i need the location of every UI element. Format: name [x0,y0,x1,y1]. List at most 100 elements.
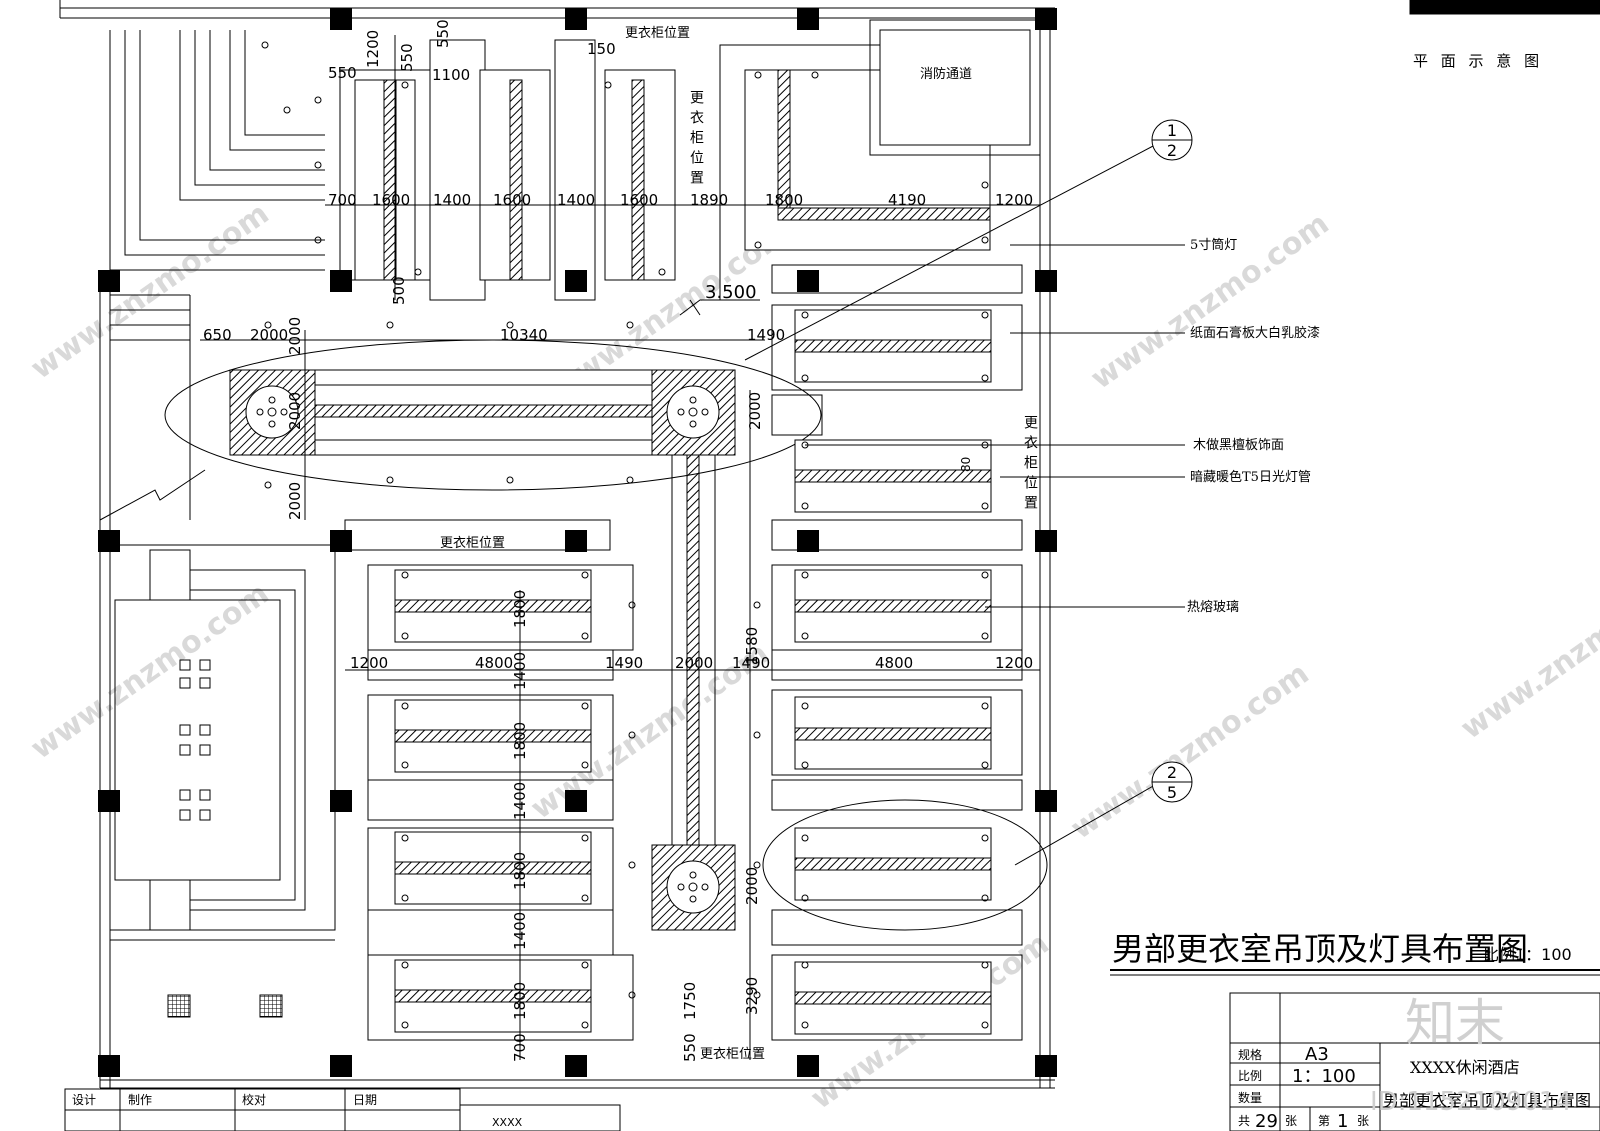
dimension-text: 1600 [372,191,410,209]
project-name: XXXX休闲酒店 [1410,1058,1520,1077]
drawing-title: 男部更衣室吊顶及灯具布置图 比例1：100 [1110,930,1600,976]
dimension-text: 2000 [250,326,288,344]
total-suffix: 张 [1285,1114,1297,1128]
dimension-text: 1490 [605,654,643,672]
dimension-text: 1400 [511,912,529,950]
signature-row [64,1088,621,1131]
dimension-text: 2000 [286,392,304,430]
locker-vertical-right-label: 更衣柜位置 [1022,415,1038,515]
design-label: 设计 [72,1093,96,1107]
code-text: XXXX [492,1116,523,1129]
downlight-icon [261,41,989,1029]
callout-1-2: 1 2 [1151,119,1193,161]
watermark-site: www.znzmo.com [1065,656,1316,846]
dimension-text: 1400 [511,782,529,820]
elevation-label: 3.500 [705,282,757,303]
drawing-name: 男部更衣室吊顶及灯具布置图 [1383,1091,1591,1110]
dimension-text: 1200 [995,654,1033,672]
dimension-text: 1800 [511,982,529,1020]
dimension-text: 1600 [493,191,531,209]
title-block [1229,992,1600,1131]
dimension-text: 1400 [557,191,595,209]
dimension-text: 550 [328,64,357,82]
dimension-text: 1200 [995,191,1033,209]
dimension-text: 700 [328,191,357,209]
locker-vertical-top-label: 更衣柜位置 [688,90,704,190]
dimension-text: 2000 [675,654,713,672]
check-label: 校对 [242,1092,266,1107]
dimension-text: 550 [434,19,452,48]
structural-columns [98,8,1057,1077]
dimension-text: 1800 [765,191,803,209]
callout-2-5: 2 5 [1151,761,1193,803]
dimension-text: 2000 [743,867,761,905]
leader-lines [744,144,1185,866]
date-label: 日期 [353,1093,377,1107]
sheet-prefix: 第 [1318,1114,1330,1128]
dimension-text: 1400 [511,652,529,690]
dimension-text: 1 [1167,121,1177,140]
dimension-text: 4190 [888,191,926,209]
ceiling-beam [229,369,736,931]
sheet-suffix: 张 [1357,1114,1369,1128]
watermark-site: www.znzmo.com [1085,206,1336,396]
annotation-gypsum: 纸面石膏板大白乳胶漆 [1190,325,1320,341]
annotation-glass: 热熔玻璃 [1187,600,1239,615]
dimension-text: 1580 [743,627,761,665]
count-label: 数量 [1238,1090,1262,1105]
dimension-text: 2 [1167,141,1177,160]
dimension-text: 2 [1167,763,1177,782]
total-prefix: 共 [1238,1114,1250,1128]
plan-label: 平 面 示 意 图 [1413,52,1543,70]
annotation-ebony: 木做黑檀板饰面 [1193,437,1284,453]
drawing-scale-text: 比例1：100 [1483,945,1572,964]
dimension-text: 1490 [747,326,785,344]
dimension-text: 1400 [433,191,471,209]
watermark-site: www.znzmo.com [25,576,276,766]
dimension-text: 1200 [364,30,382,68]
locker-top-label: 更衣柜位置 [625,25,690,41]
left-lower-area [99,294,336,1018]
dimension-text: 500 [390,276,408,305]
fire-passage-label: 消防通道 [920,66,972,82]
dimension-text: 1100 [432,66,470,84]
dimension-text: 150 [587,40,616,58]
ceiling-panels-right [771,264,1023,1041]
dimension-text: 1800 [511,722,529,760]
brand-watermark: 知末 [1405,994,1505,1052]
locker-middle-label: 更衣柜位置 [440,535,505,551]
dimension-text: 550 [681,1033,699,1062]
dimension-text: 5 [1167,783,1177,802]
frame [59,0,1600,1089]
locker-bottom-label: 更衣柜位置 [700,1046,765,1062]
locker-strips-top [339,19,1041,301]
watermark-site: www.znzmo.com [1455,556,1600,746]
dimension-text: 80 [959,457,973,472]
dimension-text: 1750 [681,982,699,1020]
dimension-text: 4800 [875,654,913,672]
dimension-text: 10340 [500,326,548,344]
drawing-title-text: 男部更衣室吊顶及灯具布置图 [1112,930,1528,968]
scale-value: 1：100 [1292,1066,1356,1087]
dimension-text: 650 [203,326,232,344]
dimension-text: 1800 [511,590,529,628]
dimension-text: 2000 [746,392,764,430]
dimension-text: 1490 [732,654,770,672]
chandelier-icon [245,385,720,914]
spec-label: 规格 [1238,1047,1262,1062]
ceiling-panels-center [344,519,634,1041]
make-label: 制作 [128,1093,152,1107]
dimension-text: 1890 [690,191,728,209]
dimension-text: 1800 [511,852,529,890]
total-value: 29 [1255,1111,1278,1131]
dimension-text: 700 [511,1033,529,1062]
dimension-text: 1600 [620,191,658,209]
id-watermark: ID:1152109014 [1370,1087,1572,1117]
stepped-ceiling-top-left [109,30,325,271]
annotation-downlight: 5寸筒灯 [1190,237,1237,253]
watermark-site: www.znzmo.com [25,196,276,386]
dimension-text: 2000 [286,317,304,355]
sheet-value: 1 [1337,1111,1348,1131]
scale-label: 比例 [1238,1069,1262,1083]
spec-value: A3 [1305,1044,1329,1065]
